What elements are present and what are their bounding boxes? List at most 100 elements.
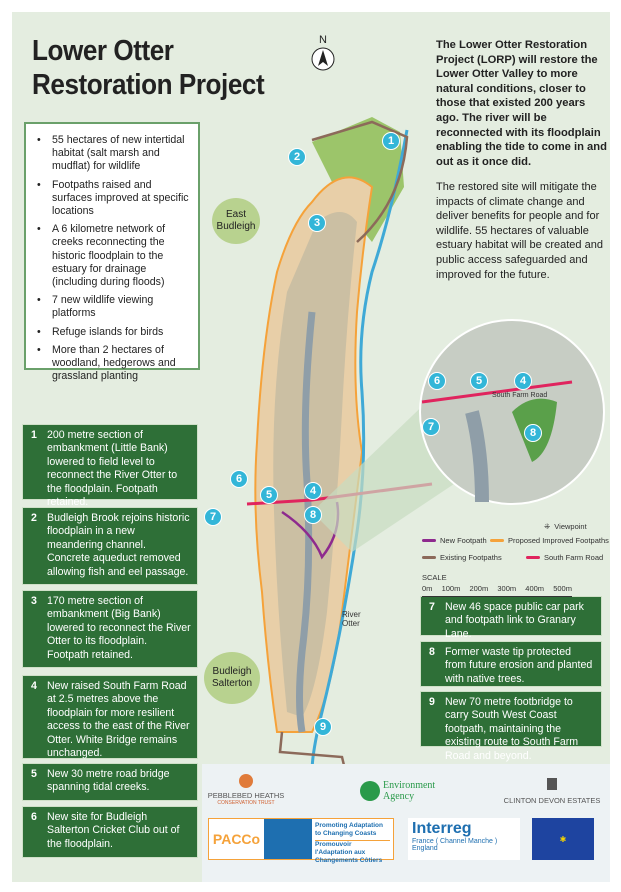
marker-4[interactable]: 4	[304, 482, 322, 500]
item-text: New site for Budleigh Salterton Cricket …	[47, 811, 180, 850]
item-number: 3	[31, 595, 37, 607]
inset-marker-4[interactable]: 4	[514, 372, 532, 390]
swatch-sfr	[526, 556, 540, 559]
label-river-otter: River Otter	[342, 610, 361, 628]
marker-8[interactable]: 8	[304, 506, 322, 524]
legend-label: New Footpath	[440, 536, 487, 545]
river-channel	[296, 311, 316, 733]
marker-9[interactable]: 9	[314, 718, 332, 736]
pebblebed-logo: PEBBLEBED HEATHS CONSERVATION TRUST	[206, 774, 286, 806]
viewpoint-icon: ⁜	[544, 522, 551, 531]
intro-text: The restored site will mitigate the impa…	[436, 181, 603, 281]
logo-text: Environment Agency	[383, 780, 436, 802]
north-label: N	[319, 34, 327, 46]
item-number: 9	[429, 696, 435, 708]
item-text: New 30 metre road bridge spanning tidal …	[47, 768, 170, 794]
list-item: 55 hectares of new intertidal habitat (s…	[34, 134, 192, 174]
item-text: New 46 space public car park and footpat…	[445, 601, 584, 640]
logo-text: Promoting Adaptation to Changing Coasts	[315, 822, 384, 837]
logo-text: Promouvoir l'Adaptation aux Changements …	[315, 840, 390, 865]
item-number: 6	[31, 811, 37, 823]
river-otter	[310, 129, 409, 773]
item-number: 7	[429, 601, 435, 613]
marker-6[interactable]: 6	[230, 470, 248, 488]
inset-marker-5[interactable]: 5	[470, 372, 488, 390]
swatch-new-footpath	[422, 539, 436, 542]
legend-item-new-footpath: New Footpath	[422, 536, 487, 545]
north-arrow: N	[310, 34, 336, 75]
item-box-5: 5 New 30 metre road bridge spanning tidal…	[22, 763, 198, 801]
eu-flag-icon: ✱	[532, 818, 594, 860]
item-number: 1	[31, 429, 37, 441]
logo-text: CLINTON DEVON ESTATES	[503, 796, 601, 805]
item-box-3: 3 170 metre section of embankment (Big Ba…	[22, 590, 198, 668]
logo-text: PACCo	[212, 831, 261, 847]
marker-7[interactable]: 7	[204, 508, 222, 526]
legend-label: Viewpoint	[554, 522, 587, 531]
list-item: Footpaths raised and surfaces improved a…	[34, 179, 192, 219]
scale-tick: 400m	[525, 584, 545, 593]
interreg-logo: Interreg France ( Channel Manche ) Engla…	[408, 818, 520, 860]
benefits-list: 55 hectares of new intertidal habitat (s…	[24, 122, 200, 382]
logo-subtext: CONSERVATION TRUST	[217, 800, 275, 806]
item-box-4: 4 New raised South Farm Road at 2.5 metre…	[22, 675, 198, 759]
list-item: A 6 kilometre network of creeks reconnec…	[34, 223, 192, 289]
poster: Lower Otter Restoration Project N The Lo…	[12, 12, 610, 882]
clinton-devon-logo: CLINTON DEVON ESTATES	[502, 778, 602, 805]
inset-river	[465, 410, 489, 503]
pacco-logo: PACCo Promoting Adaptation to Changing C…	[208, 818, 394, 864]
clinton-devon-crest-icon	[547, 778, 557, 790]
item-number: 4	[31, 680, 37, 692]
north-arrow-icon	[311, 47, 335, 71]
page-title: Lower Otter Restoration Project	[32, 34, 265, 102]
item-box-7: 7 New 46 space public car park and footpa…	[420, 596, 602, 640]
item-text: New 70 metre footbridge to carry South W…	[445, 696, 579, 762]
legend-item-existing: Existing Footpaths	[422, 553, 502, 562]
marker-5[interactable]: 5	[260, 486, 278, 504]
swatch-proposed	[490, 539, 504, 542]
title-line: Restoration Project	[32, 69, 265, 101]
item-text: Budleigh Brook rejoins historic floodpla…	[47, 512, 190, 578]
environment-agency-logo: Environment Agency	[360, 780, 450, 802]
place-budleigh-salterton: Budleigh Salterton	[204, 652, 260, 704]
logo-text: Interreg	[412, 820, 472, 837]
inset-marker-8[interactable]: 8	[524, 424, 542, 442]
marker-2[interactable]: 2	[288, 148, 306, 166]
list-item: 7 new wildlife viewing platforms	[34, 294, 192, 320]
inner-valley	[273, 212, 357, 717]
item-text: 170 metre section of embankment (Big Ban…	[47, 595, 191, 661]
item-number: 2	[31, 512, 37, 524]
inset-marker-7[interactable]: 7	[422, 418, 440, 436]
legend-label: South Farm Road	[544, 553, 604, 562]
partner-logos: PEBBLEBED HEATHS CONSERVATION TRUST Envi…	[202, 764, 610, 882]
item-box-2: 2 Budleigh Brook rejoins historic floodpl…	[22, 507, 198, 585]
marker-1[interactable]: 1	[382, 132, 400, 150]
item-number: 5	[31, 768, 37, 780]
item-box-8: 8 Former waste tip protected from future …	[420, 641, 602, 687]
map	[246, 117, 605, 783]
swatch-existing	[422, 556, 436, 559]
logo-text: France ( Channel Manche ) England	[412, 838, 498, 852]
place-east-budleigh: East Budleigh	[212, 198, 260, 244]
list-item: More than 2 hectares of woodland, hedger…	[34, 344, 192, 384]
environment-agency-emblem-icon	[360, 781, 380, 801]
legend-item-sfr: South Farm Road	[526, 553, 603, 562]
scale-tick: 0m	[422, 584, 433, 593]
inset-road	[421, 380, 573, 404]
legend-label: Existing Footpaths	[440, 553, 502, 562]
scale-tick: 100m	[441, 584, 461, 593]
scale-tick: 300m	[497, 584, 517, 593]
legend-item-proposed: Proposed Improved Footpaths	[490, 536, 609, 545]
legend-item-viewpoint: ⁜Viewpoint	[544, 522, 587, 531]
scale-tick: 500m	[553, 584, 572, 593]
label-south-farm-road: South Farm Road	[492, 392, 548, 399]
item-text: 200 metre section of embankment (Little …	[47, 429, 178, 509]
marker-3[interactable]: 3	[308, 214, 326, 232]
item-number: 8	[429, 646, 435, 658]
item-text: Former waste tip protected from future e…	[445, 646, 593, 685]
inset-marker-6[interactable]: 6	[428, 372, 446, 390]
item-box-6: 6 New site for Budleigh Salterton Cricket…	[22, 806, 198, 858]
item-text: New raised South Farm Road at 2.5 metres…	[47, 680, 190, 760]
scale-label: SCALE	[422, 573, 447, 582]
